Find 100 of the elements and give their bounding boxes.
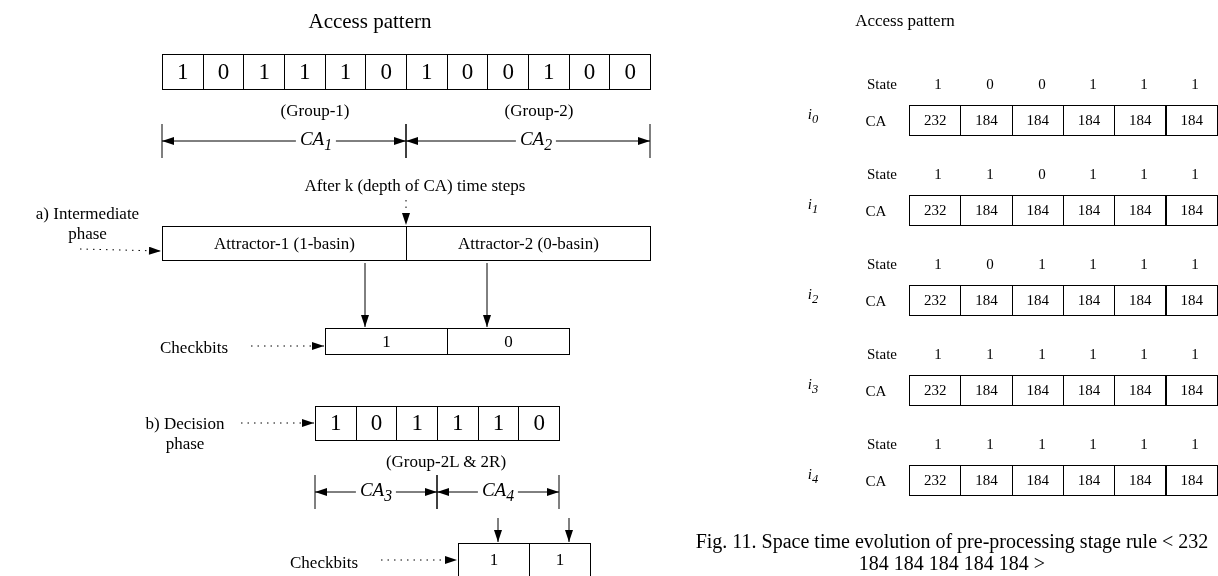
- rule-cell: 184: [1165, 465, 1218, 496]
- rule-cell: 232: [909, 375, 962, 406]
- rule-cell: 232: [909, 105, 962, 136]
- dotted-arrow: [240, 419, 315, 427]
- dotted-arrow: [250, 342, 325, 350]
- state-value: 1: [934, 255, 942, 273]
- bit-cell: 0: [568, 54, 611, 90]
- rule-cell: 184: [1011, 105, 1064, 136]
- bit-cell: 1: [162, 54, 204, 90]
- row-header: CA: [865, 292, 887, 310]
- rule-cell: 184: [960, 285, 1013, 316]
- state-value: 0: [986, 255, 994, 273]
- state-value: 1: [934, 435, 942, 453]
- rule-cell: 184: [960, 105, 1013, 136]
- arrow: [361, 262, 369, 328]
- bit-cell: 0: [446, 54, 489, 90]
- bit-cell: 1: [437, 406, 479, 441]
- rule-cell: 184: [1062, 285, 1116, 316]
- checkbit-cell: 1: [529, 543, 591, 576]
- state-value: 1: [934, 345, 942, 363]
- group-label: (Group-2): [504, 101, 574, 121]
- dotted-arrow: [402, 199, 410, 226]
- rule-cell: 232: [909, 465, 962, 496]
- bit-cell: 0: [518, 406, 560, 441]
- state-value: 1: [1038, 255, 1046, 273]
- checkbit-cell: 0: [447, 328, 570, 355]
- bit-cell: 0: [202, 54, 245, 90]
- attractor-box: Attractor-1 (1-basin): [162, 226, 407, 261]
- rule-cell: 184: [1011, 375, 1064, 406]
- state-value: 0: [1038, 75, 1046, 93]
- rule-cell: 184: [1114, 285, 1167, 316]
- rule-cell: 184: [1011, 285, 1064, 316]
- time-step-label: i$_{2}$: [807, 285, 819, 307]
- checkbit-cell: 1: [325, 328, 448, 355]
- panel-title: Access pattern: [308, 10, 432, 34]
- phase-label: a) Intermediate phase: [20, 200, 155, 247]
- bit-cell: 1: [406, 54, 448, 90]
- state-value: 0: [986, 75, 994, 93]
- rule-cell: 184: [1062, 375, 1116, 406]
- bit-cell: 1: [315, 406, 357, 441]
- bit-cell: 0: [355, 406, 398, 441]
- bit-cell: 1: [396, 406, 438, 441]
- row-header: State: [867, 435, 897, 453]
- state-value: 0: [1038, 165, 1046, 183]
- row-header: CA: [865, 202, 887, 220]
- bit-cell: 1: [243, 54, 285, 90]
- row-header: State: [867, 165, 897, 183]
- rule-cell: 184: [1114, 465, 1167, 496]
- state-value: 1: [1191, 75, 1199, 93]
- state-value: 1: [1089, 165, 1097, 183]
- bit-cell: 0: [609, 54, 651, 90]
- state-value: 1: [1191, 345, 1199, 363]
- rule-cell: 232: [909, 195, 962, 226]
- checkbits-label: Checkbits: [268, 550, 380, 576]
- state-value: 1: [1140, 435, 1148, 453]
- state-value: 1: [1191, 165, 1199, 183]
- group-label: (Group-1): [280, 101, 350, 121]
- rule-cell: 184: [1114, 105, 1167, 136]
- row-header: State: [867, 345, 897, 363]
- bit-cell: 1: [284, 54, 326, 90]
- rule-cell: 184: [1114, 375, 1167, 406]
- row-header: CA: [865, 112, 887, 130]
- state-value: 1: [1089, 255, 1097, 273]
- state-value: 1: [986, 345, 994, 363]
- rule-cell: 184: [1165, 375, 1218, 406]
- state-value: 1: [1140, 255, 1148, 273]
- row-header: State: [867, 75, 897, 93]
- rule-cell: 184: [1062, 195, 1116, 226]
- figure-caption: Fig. 11. Space time evolution of pre-processing stage rule < 232 184 184 184 184 184 >: [694, 530, 1210, 574]
- attractor-box: Attractor-2 (0-basin): [406, 226, 651, 261]
- dotted-arrow: [79, 246, 162, 255]
- rule-cell: 184: [1062, 105, 1116, 136]
- state-value: 1: [1038, 345, 1046, 363]
- row-header: State: [867, 255, 897, 273]
- arrow: [565, 517, 573, 543]
- state-value: 1: [1140, 165, 1148, 183]
- state-value: 1: [1038, 435, 1046, 453]
- state-value: 1: [986, 165, 994, 183]
- rule-cell: 184: [1062, 465, 1116, 496]
- bit-cell: 1: [324, 54, 367, 90]
- state-value: 1: [1089, 435, 1097, 453]
- rule-cell: 232: [909, 285, 962, 316]
- state-value: 1: [934, 75, 942, 93]
- arrow: [483, 262, 491, 328]
- row-header: CA: [865, 382, 887, 400]
- state-value: 1: [1089, 75, 1097, 93]
- row-header: CA: [865, 472, 887, 490]
- phase-label: b) Decision phase: [130, 408, 240, 460]
- checkbit-cell: 1: [458, 543, 530, 576]
- state-value: 1: [1089, 345, 1097, 363]
- rule-cell: 184: [960, 375, 1013, 406]
- arrow: [494, 517, 502, 543]
- time-step-label: i$_{0}$: [807, 105, 819, 127]
- bit-cell: 1: [528, 54, 570, 90]
- rule-cell: 184: [960, 465, 1013, 496]
- rule-cell: 184: [1165, 195, 1218, 226]
- state-value: 1: [1191, 255, 1199, 273]
- rule-cell: 184: [1114, 195, 1167, 226]
- rule-cell: 184: [1011, 465, 1064, 496]
- rule-cell: 184: [960, 195, 1013, 226]
